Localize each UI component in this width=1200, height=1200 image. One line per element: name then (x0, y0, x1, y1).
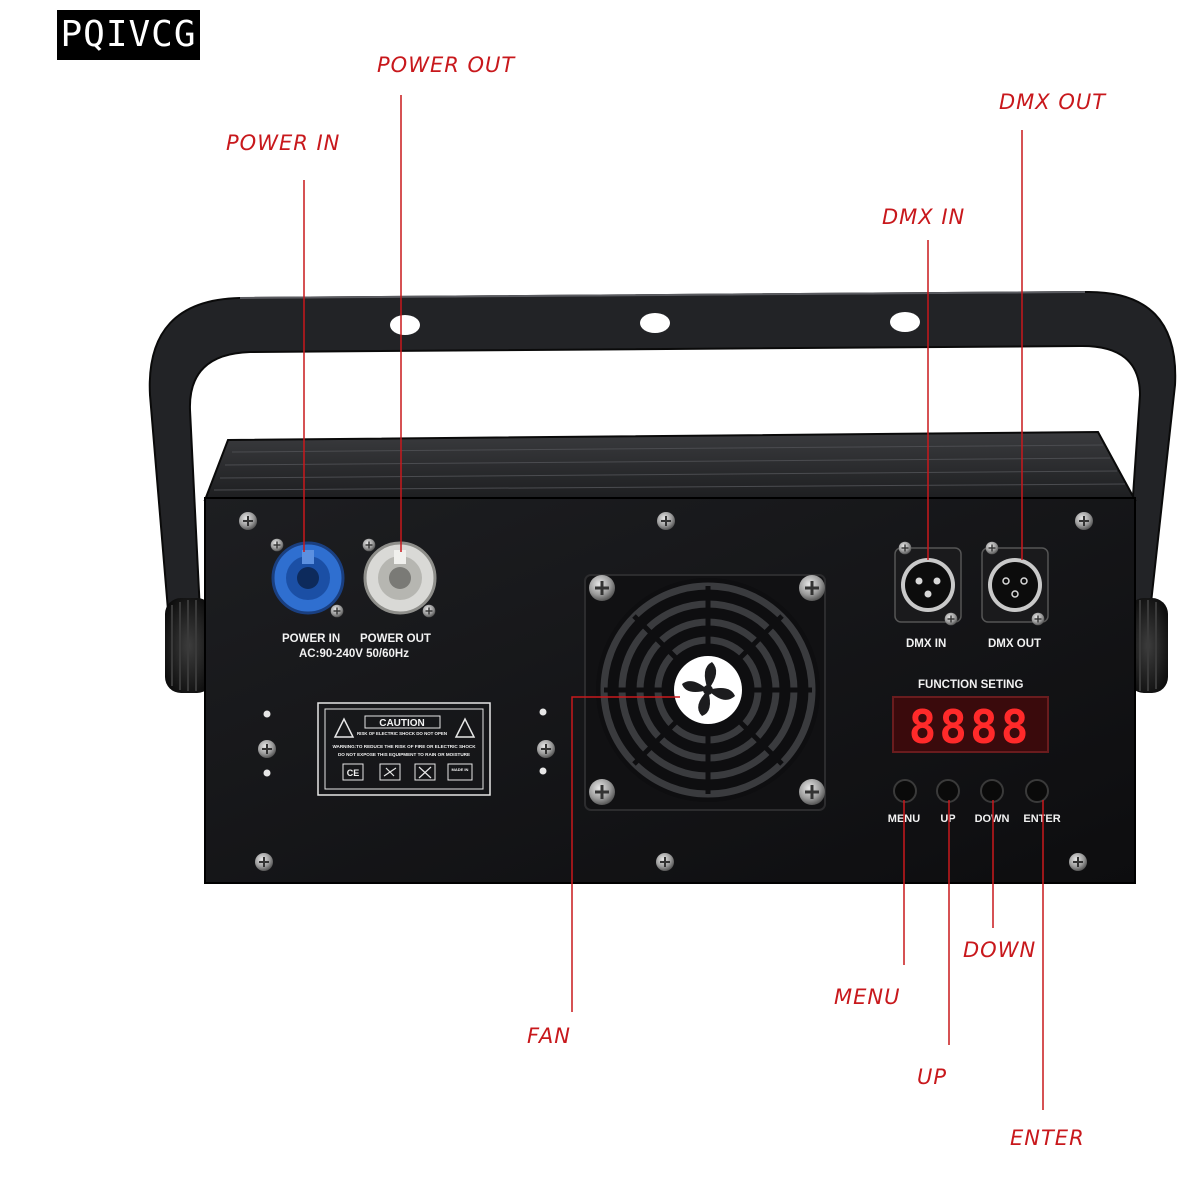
panel-screw (257, 739, 277, 759)
power-in-panel-label: POWER IN (282, 633, 340, 645)
power-out-connector[interactable] (362, 538, 437, 618)
dmx-out-callout: DMX OUT (999, 90, 1107, 114)
caution-warning-line-1: WARNING:TO REDUCE THE RISK OF FIRE OR EL… (332, 744, 476, 749)
up-button-label: UP (940, 813, 955, 825)
ce-mark: CE (347, 768, 360, 778)
up-button[interactable] (936, 779, 960, 803)
fan-icon (682, 662, 735, 716)
up-callout: UP (917, 1065, 948, 1089)
mounting-bracket (148, 290, 1177, 614)
power-in-connector[interactable] (270, 538, 345, 618)
caution-label: CAUTION RISK OF ELECTRIC SHOCK DO NOT OP… (317, 702, 491, 796)
dmx-in-panel-label: DMX IN (906, 638, 946, 650)
indicator-dot (263, 769, 271, 777)
fan-callout: FAN (527, 1024, 571, 1048)
power-in-callout: POWER IN (226, 131, 341, 155)
weee-bin-icon (414, 763, 436, 781)
fan-screw (798, 574, 826, 602)
function-setting-label: FUNCTION SETING (918, 679, 1023, 691)
housing-top (203, 430, 1137, 501)
power-out-callout: POWER OUT (377, 53, 516, 77)
led-display: 8888 (892, 696, 1049, 754)
caution-title: CAUTION (379, 718, 425, 729)
brand-logo: PQIVCG (57, 10, 200, 60)
enter-callout: ENTER (1010, 1126, 1085, 1150)
down-callout: DOWN (963, 938, 1037, 962)
voltage-label: AC:90-240V 50/60Hz (299, 648, 409, 660)
caution-warning-line-2: DO NOT EXPOSE THIS EQUIPMENT TO RAIN OR … (338, 752, 470, 757)
fan-screw (798, 778, 826, 806)
dmx-out-connector[interactable] (981, 541, 1049, 626)
menu-button[interactable] (893, 779, 917, 803)
enter-button[interactable] (1025, 779, 1049, 803)
indicator-dot (539, 767, 547, 775)
callout-lines (303, 95, 1044, 1110)
fan-grille (584, 574, 826, 811)
indicator-dot (539, 708, 547, 716)
dmx-out-panel-label: DMX OUT (988, 638, 1041, 650)
fan-screw (588, 574, 616, 602)
indicator-dot (263, 710, 271, 718)
panel-screw (1074, 511, 1094, 531)
down-button-label: DOWN (975, 813, 1010, 825)
panel-screw (254, 852, 274, 872)
enter-button-label: ENTER (1023, 813, 1060, 825)
right-knob[interactable] (1128, 598, 1168, 693)
menu-callout: MENU (834, 985, 901, 1009)
panel-screw (536, 739, 556, 759)
panel-screw (238, 511, 258, 531)
display-digits: 8888 (909, 700, 1032, 754)
certification-icon (379, 763, 401, 781)
fan-screw (588, 778, 616, 806)
dmx-in-callout: DMX IN (882, 205, 966, 229)
panel-screw (1068, 852, 1088, 872)
made-in-mark: MADE IN (452, 767, 469, 772)
dmx-in-connector[interactable] (894, 541, 962, 626)
down-button[interactable] (980, 779, 1004, 803)
power-out-panel-label: POWER OUT (360, 633, 431, 645)
caution-subtitle: RISK OF ELECTRIC SHOCK DO NOT OPEN (357, 731, 447, 736)
panel-screw (656, 511, 676, 531)
panel-screw (655, 852, 675, 872)
fan-leader (571, 696, 680, 1012)
left-knob[interactable] (165, 598, 213, 693)
